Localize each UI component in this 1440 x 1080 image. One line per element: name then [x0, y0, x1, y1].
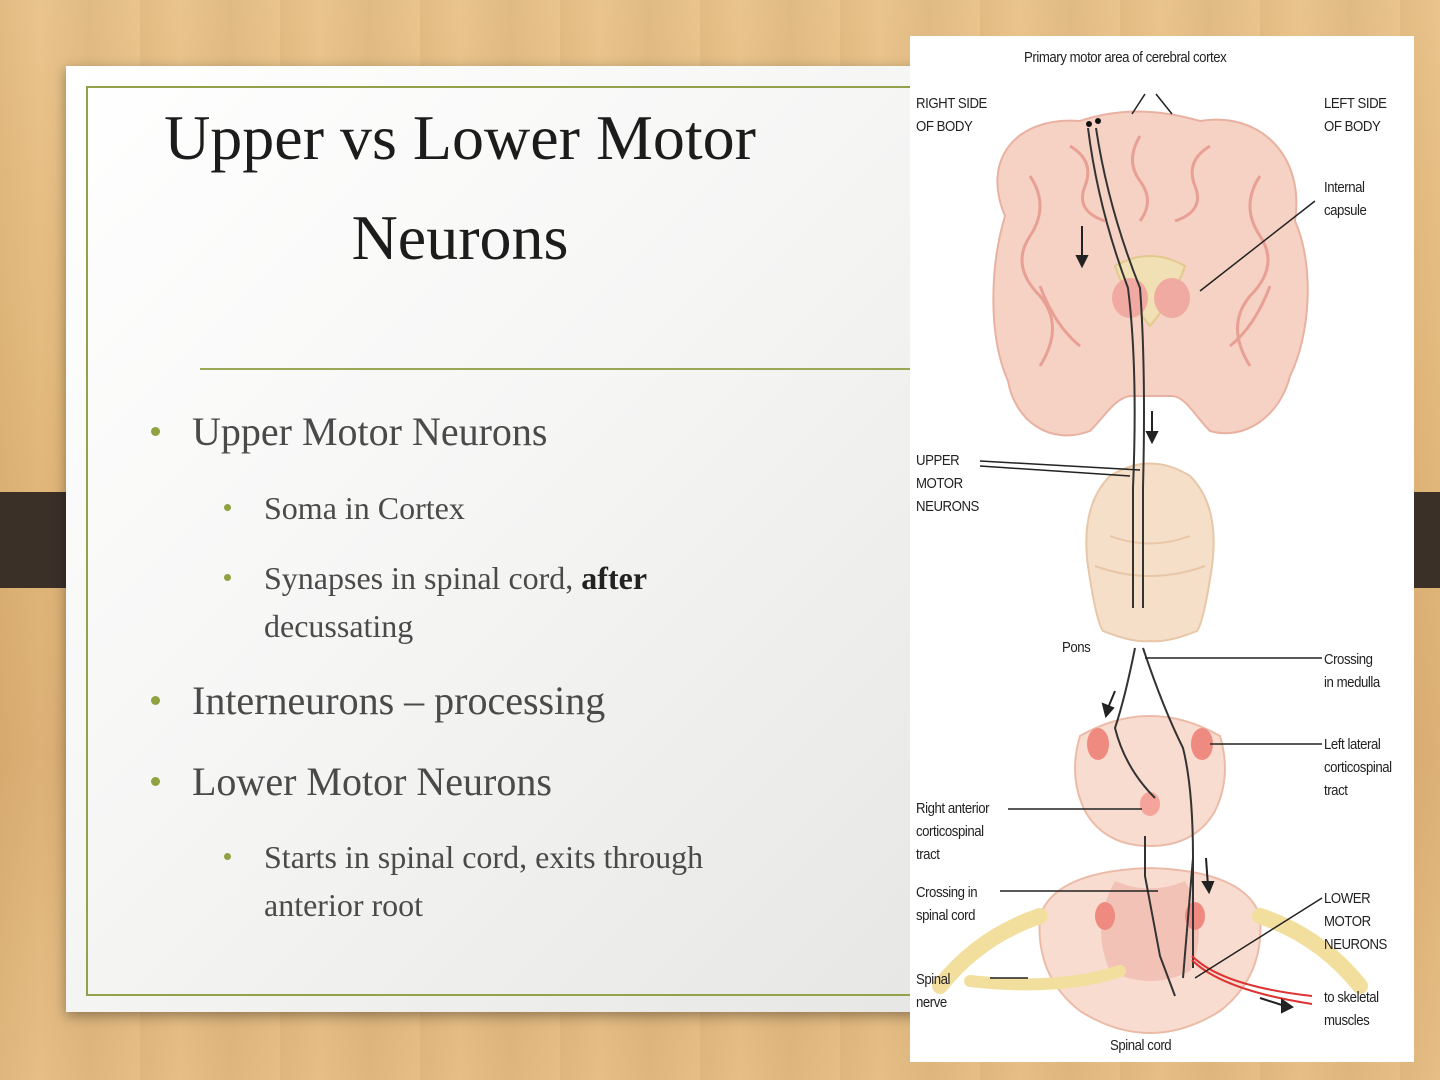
label-skeletal-2: muscles: [1324, 1012, 1370, 1029]
label-ract-1: Right anterior: [916, 800, 990, 817]
label-skeletal-1: to skeletal: [1324, 989, 1379, 1006]
title-line-2: Neurons: [351, 202, 569, 273]
label-lmn-3: NEURONS: [1324, 936, 1387, 953]
bullet-dot: [151, 427, 160, 436]
label-crossing-medulla-2: in medulla: [1324, 674, 1380, 691]
label-lmn-1: LOWER: [1324, 890, 1371, 907]
label-ract-3: tract: [916, 846, 940, 863]
sub-bullet-dot: [224, 853, 231, 860]
sub-bullet-synapses: Synapses in spinal cord, after: [264, 554, 647, 602]
bullet-dot: [151, 777, 160, 786]
label-pons: Pons: [1062, 639, 1091, 656]
direction-arrows: [1075, 226, 1294, 1014]
label-internal-2: capsule: [1324, 202, 1367, 219]
label-right-side-1: RIGHT SIDE: [916, 95, 987, 112]
label-llct-2: corticospinal: [1324, 759, 1392, 776]
motor-pathway-diagram: Primary motor area of cerebral cortex RI…: [910, 36, 1414, 1062]
bullet-lower-motor-neurons: Lower Motor Neurons: [192, 759, 552, 804]
sub-bullet-dot: [224, 574, 231, 581]
bullet-upper-motor-neurons: Upper Motor Neurons: [192, 409, 548, 454]
label-spinal-nerve-2: nerve: [916, 994, 947, 1011]
spinal-cord-illustration: [932, 866, 1368, 1035]
motor-tracts: [1087, 127, 1313, 1005]
label-left-side-2: OF BODY: [1324, 118, 1381, 135]
bullet-dot: [151, 696, 160, 705]
label-crossing-sc-1: Crossing in: [916, 884, 978, 901]
label-llct-1: Left lateral: [1324, 736, 1381, 753]
pons-illustration: [1085, 462, 1215, 643]
sub-bullet-synapses-line2: decussating: [264, 608, 414, 644]
label-left-side-1: LEFT SIDE: [1324, 95, 1387, 112]
bullet-interneurons: Interneurons – processing: [192, 678, 606, 723]
label-umn-3: NEURONS: [916, 498, 979, 515]
label-spinal-nerve-1: Spinal: [916, 971, 951, 988]
label-umn-1: UPPER: [916, 452, 960, 469]
label-spinal-cord: Spinal cord: [1110, 1037, 1172, 1054]
slide-card: [66, 66, 946, 1012]
label-llct-3: tract: [1324, 782, 1348, 799]
sub-bullet-starts: Starts in spinal cord, exits through: [264, 839, 704, 875]
label-crossing-sc-2: spinal cord: [916, 907, 976, 924]
label-leader-lines: [979, 93, 1323, 979]
slide-title: Upper vs Lower Motor Neurons: [90, 88, 830, 288]
medulla-illustration: [1074, 715, 1226, 848]
synapses-bold: after: [581, 560, 648, 596]
synapses-text: Synapses in spinal cord,: [264, 560, 582, 596]
title-divider: [200, 368, 920, 370]
label-right-side-2: OF BODY: [916, 118, 973, 135]
brain-illustration: [992, 110, 1309, 437]
binder-clip-right: [1414, 492, 1440, 588]
label-internal-1: Internal: [1324, 179, 1365, 196]
sub-bullet-starts-line2: anterior root: [264, 887, 424, 923]
label-lmn-2: MOTOR: [1324, 913, 1371, 930]
label-umn-2: MOTOR: [916, 475, 963, 492]
label-primary-motor: Primary motor area of cerebral cortex: [1024, 49, 1227, 66]
sub-bullet-soma: Soma in Cortex: [264, 490, 465, 526]
label-crossing-medulla-1: Crossing: [1324, 651, 1373, 668]
diagram-illustration: [932, 93, 1368, 1035]
title-line-1: Upper vs Lower Motor: [164, 102, 756, 173]
sub-bullet-dot: [224, 504, 231, 511]
label-ract-2: corticospinal: [916, 823, 984, 840]
